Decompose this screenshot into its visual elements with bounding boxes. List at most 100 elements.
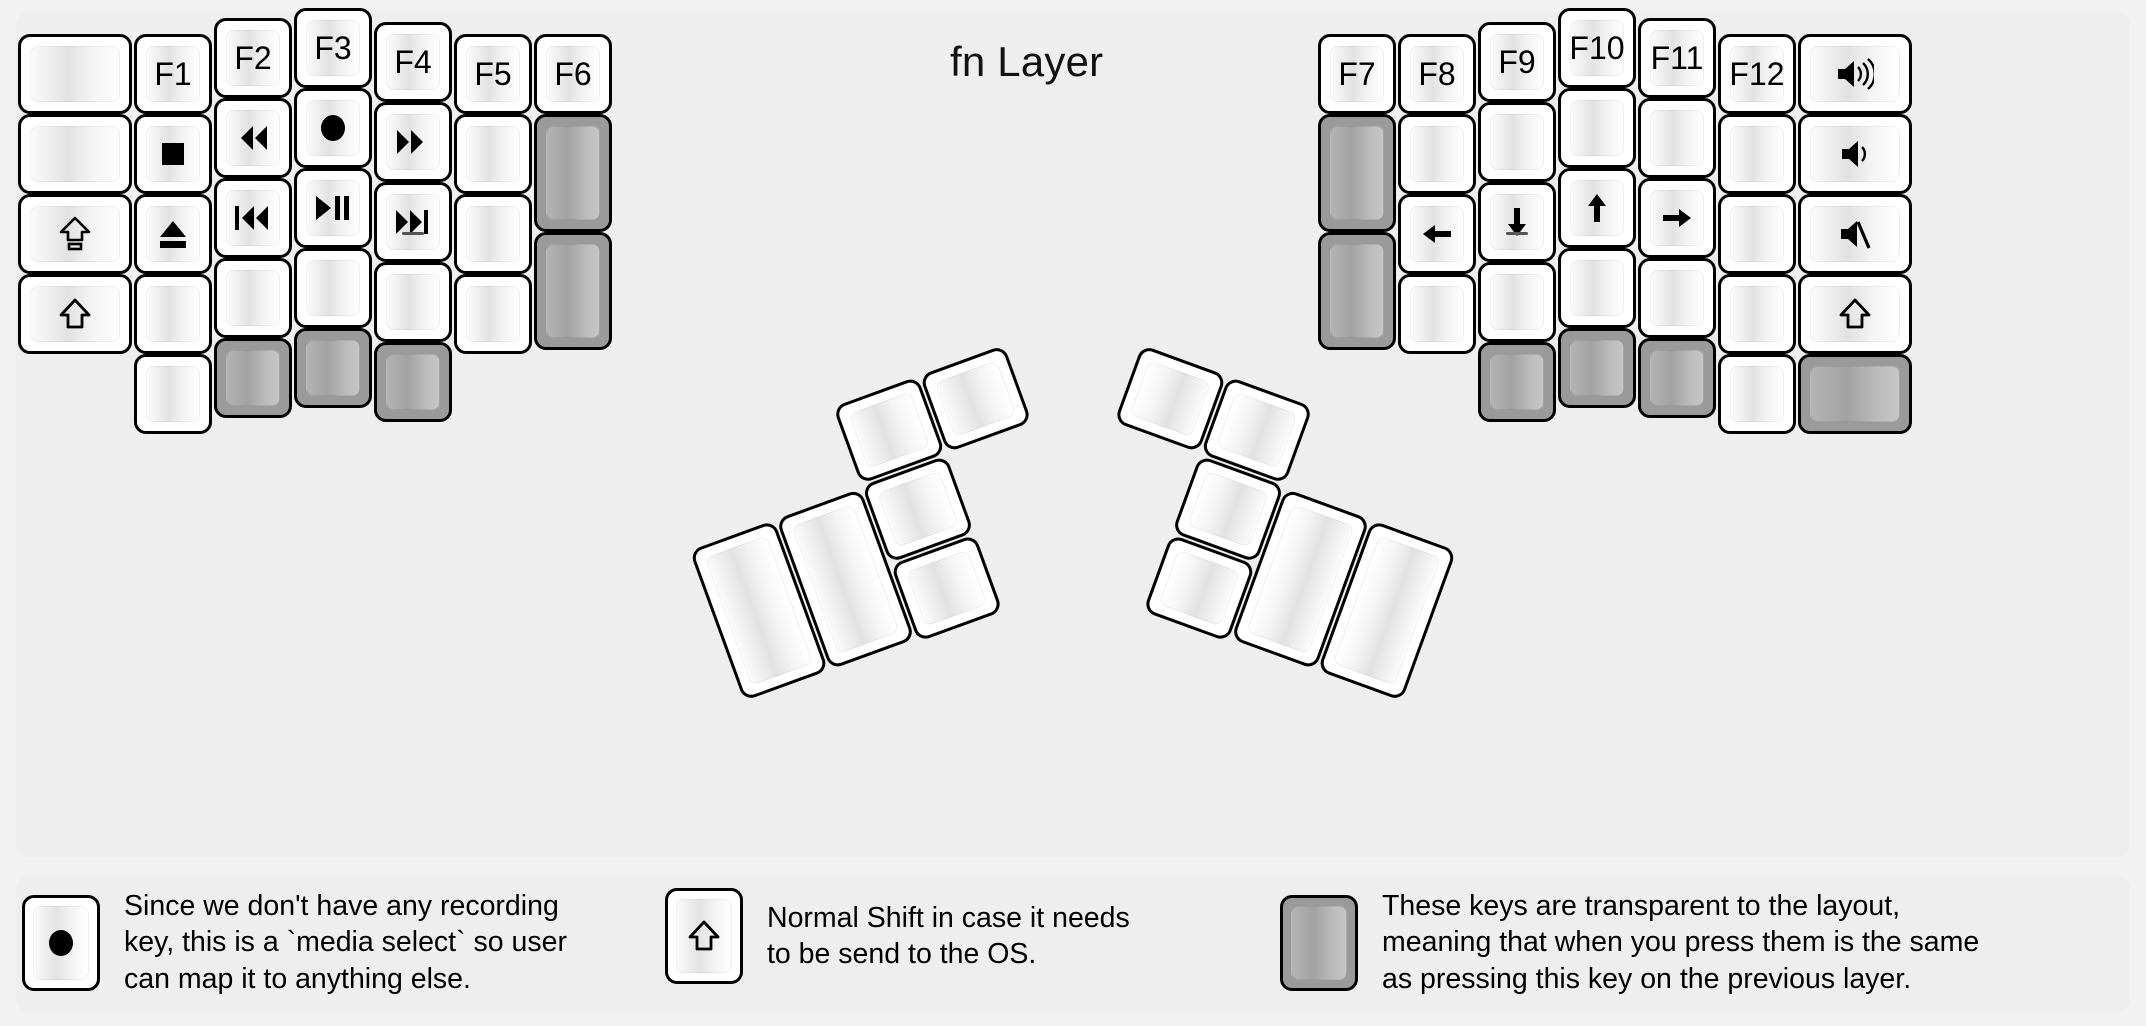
key-l-c6-r2[interactable] — [454, 114, 532, 194]
key-r-c5-r2[interactable] — [1638, 98, 1716, 178]
key-r-c1-r1[interactable]: F7 — [1318, 34, 1396, 114]
key-l-c6-r4[interactable] — [454, 274, 532, 354]
key-r-c3-r1[interactable]: F9 — [1478, 22, 1556, 102]
key-l-c3-r1[interactable]: F2 — [214, 18, 292, 98]
key-l-c7-r3[interactable] — [534, 232, 612, 350]
key-r-c7-r5[interactable] — [1798, 354, 1912, 434]
key-r-c1-r3[interactable] — [1318, 232, 1396, 350]
media-fast-forward-icon — [394, 128, 432, 156]
key-legend-text: F10 — [1569, 30, 1625, 66]
key-l-c1-r3[interactable] — [18, 194, 132, 274]
legend-transparent-swatch — [1280, 894, 1358, 991]
key-r-c5-r5[interactable] — [1638, 338, 1716, 418]
key-l-c2-r2[interactable] — [134, 114, 212, 194]
legend-shift: Normal Shift in case it needs to be send… — [665, 888, 1130, 984]
key-legend-text: F7 — [1338, 56, 1376, 92]
media-stop-icon — [158, 139, 188, 169]
key-r-c4-r3[interactable] — [1558, 168, 1636, 248]
page-title: fn Layer — [950, 38, 1104, 85]
caps-lock-icon — [59, 216, 91, 252]
key-l-c5-r1[interactable]: F4 — [374, 22, 452, 102]
volume-up-icon — [1836, 58, 1874, 90]
key-l-c3-r2[interactable] — [214, 98, 292, 178]
legend-shift-text: Normal Shift in case it needs to be send… — [767, 901, 1130, 970]
key-r-c4-r1[interactable]: F10 — [1558, 8, 1636, 88]
legend-transparent: These keys are transparent to the layout… — [1280, 888, 1979, 997]
key-legend-text: F4 — [394, 44, 432, 80]
key-l-c3-r3[interactable] — [214, 178, 292, 258]
key-l-c4-r1[interactable]: F3 — [294, 8, 372, 88]
key-legend-text: F9 — [1498, 44, 1536, 80]
key-r-c3-r4[interactable] — [1478, 262, 1556, 342]
key-l-c4-r5[interactable] — [294, 328, 372, 408]
legend-shift-swatch — [665, 888, 743, 984]
key-r-c7-r1[interactable] — [1798, 34, 1912, 114]
legend-transparent-text: These keys are transparent to the layout… — [1382, 890, 1980, 995]
key-r-c6-r5[interactable] — [1718, 354, 1796, 434]
key-legend-text: F5 — [474, 56, 512, 92]
key-legend-text: F2 — [234, 40, 272, 76]
media-eject-icon — [157, 218, 189, 250]
key-r-c5-r4[interactable] — [1638, 258, 1716, 338]
key-r-c4-r4[interactable] — [1558, 248, 1636, 328]
arrow-right-icon — [1660, 204, 1694, 232]
key-l-c4-r3[interactable] — [294, 168, 372, 248]
shift-icon — [688, 920, 720, 952]
key-l-c4-r4[interactable] — [294, 248, 372, 328]
key-r-c6-r4[interactable] — [1718, 274, 1796, 354]
key-l-c1-r2[interactable] — [18, 114, 132, 194]
key-r-c5-r3[interactable] — [1638, 178, 1716, 258]
key-r-c3-r2[interactable] — [1478, 102, 1556, 182]
key-l-c2-r4[interactable] — [134, 274, 212, 354]
key-l-c2-r1[interactable]: F1 — [134, 34, 212, 114]
homing-bar — [1506, 232, 1528, 235]
key-l-c2-r5[interactable] — [134, 354, 212, 434]
key-r-c7-r4[interactable] — [1798, 274, 1912, 354]
key-l-c5-r4[interactable] — [374, 262, 452, 342]
key-legend-text: F11 — [1650, 40, 1704, 76]
key-legend-text: F6 — [554, 56, 592, 92]
key-r-c7-r2[interactable] — [1798, 114, 1912, 194]
key-l-c2-r3[interactable] — [134, 194, 212, 274]
media-play-pause-icon — [314, 194, 352, 222]
key-l-c7-r1[interactable]: F6 — [534, 34, 612, 114]
key-r-c6-r1[interactable]: F12 — [1718, 34, 1796, 114]
key-l-c7-r2[interactable] — [534, 114, 612, 232]
key-r-c2-r1[interactable]: F8 — [1398, 34, 1476, 114]
homing-bar — [402, 232, 424, 235]
legend-record: Since we don't have any recording key, t… — [22, 888, 567, 997]
media-prev-track-icon — [233, 204, 273, 232]
key-r-c6-r2[interactable] — [1718, 114, 1796, 194]
legend-record-swatch — [22, 894, 100, 991]
legend-record-text: Since we don't have any recording key, t… — [124, 890, 567, 995]
volume-mute-icon — [1839, 218, 1871, 250]
key-r-c1-r2[interactable] — [1318, 114, 1396, 232]
key-l-c6-r1[interactable]: F5 — [454, 34, 532, 114]
legend-plate — [16, 876, 2130, 1012]
key-l-c4-r2[interactable] — [294, 88, 372, 168]
media-record-icon — [318, 113, 348, 143]
key-l-c1-r1[interactable] — [18, 34, 132, 114]
key-r-c4-r5[interactable] — [1558, 328, 1636, 408]
key-r-c4-r2[interactable] — [1558, 88, 1636, 168]
key-r-c2-r2[interactable] — [1398, 114, 1476, 194]
key-r-c7-r3[interactable] — [1798, 194, 1912, 274]
key-r-c3-r5[interactable] — [1478, 342, 1556, 422]
key-legend-text: F12 — [1729, 56, 1785, 92]
key-r-c2-r4[interactable] — [1398, 274, 1476, 354]
key-l-c5-r2[interactable] — [374, 102, 452, 182]
key-r-c3-r3[interactable] — [1478, 182, 1556, 262]
key-l-c6-r3[interactable] — [454, 194, 532, 274]
key-r-c2-r3[interactable] — [1398, 194, 1476, 274]
key-l-c5-r3[interactable] — [374, 182, 452, 262]
shift-icon — [59, 298, 91, 330]
key-legend-text: F1 — [154, 56, 192, 92]
key-r-c6-r3[interactable] — [1718, 194, 1796, 274]
key-l-c3-r4[interactable] — [214, 258, 292, 338]
shift-icon — [1839, 298, 1871, 330]
key-l-c5-r5[interactable] — [374, 342, 452, 422]
key-r-c5-r1[interactable]: F11 — [1638, 18, 1716, 98]
key-l-c1-r4[interactable] — [18, 274, 132, 354]
key-l-c3-r5[interactable] — [214, 338, 292, 418]
volume-down-icon — [1840, 138, 1870, 170]
